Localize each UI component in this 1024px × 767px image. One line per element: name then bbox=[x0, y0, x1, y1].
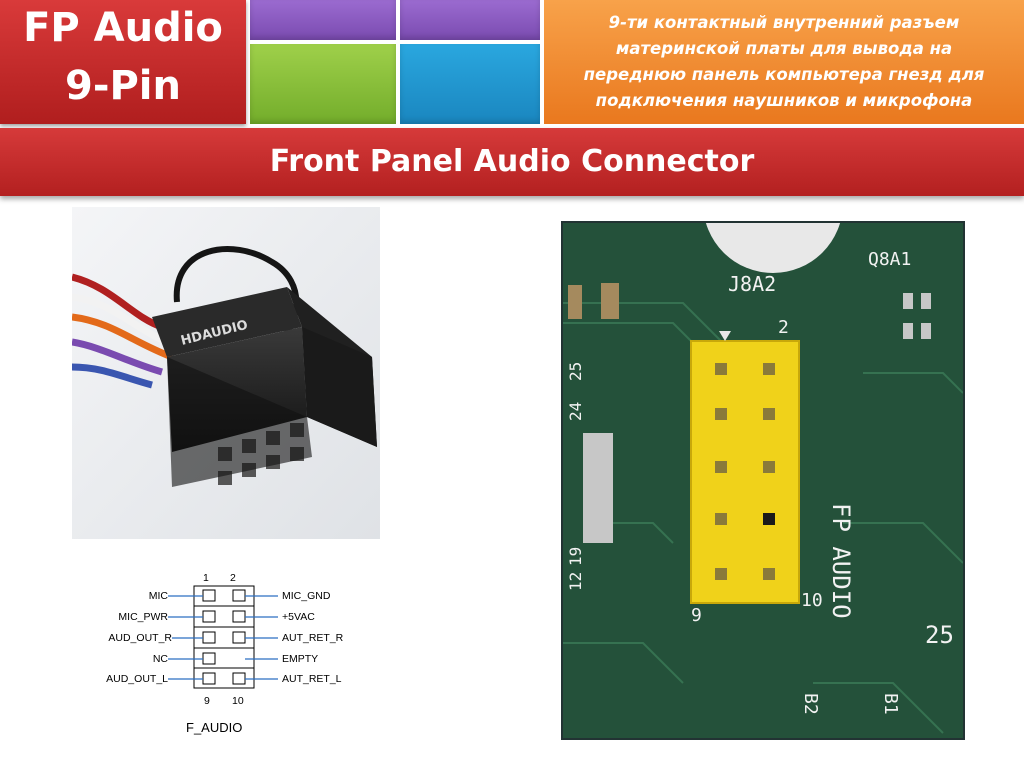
pcb-mark-24: 24 bbox=[566, 402, 585, 421]
pin-label-mic: MIC bbox=[148, 590, 168, 602]
pinout-lines bbox=[168, 585, 278, 689]
pin-label-aut-ret-r: AUT_RET_R bbox=[282, 632, 344, 644]
title-line-2: 9-Pin bbox=[65, 63, 181, 109]
diagram-caption: F_AUDIO bbox=[186, 720, 243, 735]
pin-number-2: 2 bbox=[230, 572, 236, 584]
yellow-pin-header bbox=[690, 331, 800, 604]
title-line-1: FP Audio bbox=[23, 5, 223, 51]
pcb-mark-12: 12 bbox=[566, 572, 585, 591]
pin-label-aut-ret-l: AUT_RET_L bbox=[282, 673, 342, 685]
pin-label-empty: EMPTY bbox=[282, 653, 319, 665]
decor-tile-purple-right bbox=[400, 0, 540, 40]
slide-title: FP Audio 9-Pin bbox=[0, 0, 246, 124]
pin-label-mic-pwr: MIC_PWR bbox=[118, 611, 168, 623]
pcb-mark-b2: B2 bbox=[800, 693, 821, 715]
pin-label-aud-out-r: AUD_OUT_R bbox=[108, 632, 172, 644]
decor-tile-green bbox=[250, 44, 396, 124]
description-text: 9-ти контактный внутренний разъем матери… bbox=[583, 13, 985, 110]
pcb-pin-10: 10 bbox=[801, 590, 823, 611]
pcb-silkscreen-fp-audio: FP AUDIO bbox=[827, 503, 855, 619]
pin-number-10: 10 bbox=[232, 695, 244, 707]
pcb-ref-q8a1: Q8A1 bbox=[868, 249, 911, 270]
cable-connector-illustration: HDAUDIO bbox=[72, 207, 380, 539]
pcb-ref-j8a2: J8A2 bbox=[728, 272, 776, 296]
pcb-pin-2: 2 bbox=[778, 317, 789, 338]
pcb-mark-19: 19 bbox=[566, 547, 585, 566]
decor-tile-cyan bbox=[400, 44, 540, 124]
motherboard-header-photo: J8A2 Q8A1 2 9 10 FP AUDIO 25 24 19 12 25… bbox=[561, 221, 965, 740]
pin-label-5vac: +5VAC bbox=[282, 611, 315, 623]
description-box: 9-ти контактный внутренний разъем матери… bbox=[544, 0, 1024, 124]
pin-label-aud-out-l: AUD_OUT_L bbox=[106, 673, 168, 685]
pin-number-9: 9 bbox=[204, 695, 210, 707]
pin-number-1: 1 bbox=[203, 572, 209, 584]
pin-label-nc: NC bbox=[152, 653, 168, 665]
subtitle-text: Front Panel Audio Connector bbox=[269, 144, 755, 179]
pinout-diagram: 1 2 9 10 MIC MIC_PWR AUD_OUT_R NC AUD_OU… bbox=[94, 568, 384, 740]
pcb-mark-25b: 25 bbox=[925, 621, 954, 649]
pcb-mark-25: 25 bbox=[566, 362, 585, 381]
pcb-mark-b1: B1 bbox=[880, 693, 901, 715]
pcb-illustration: J8A2 Q8A1 2 9 10 FP AUDIO 25 24 19 12 25… bbox=[563, 223, 963, 738]
subtitle-banner: Front Panel Audio Connector bbox=[0, 128, 1024, 196]
cable-connector-photo: HDAUDIO bbox=[72, 207, 380, 539]
decor-tile-purple-left bbox=[250, 0, 396, 40]
pcb-pin-9: 9 bbox=[691, 605, 702, 626]
pin-label-mic-gnd: MIC_GND bbox=[282, 590, 331, 602]
